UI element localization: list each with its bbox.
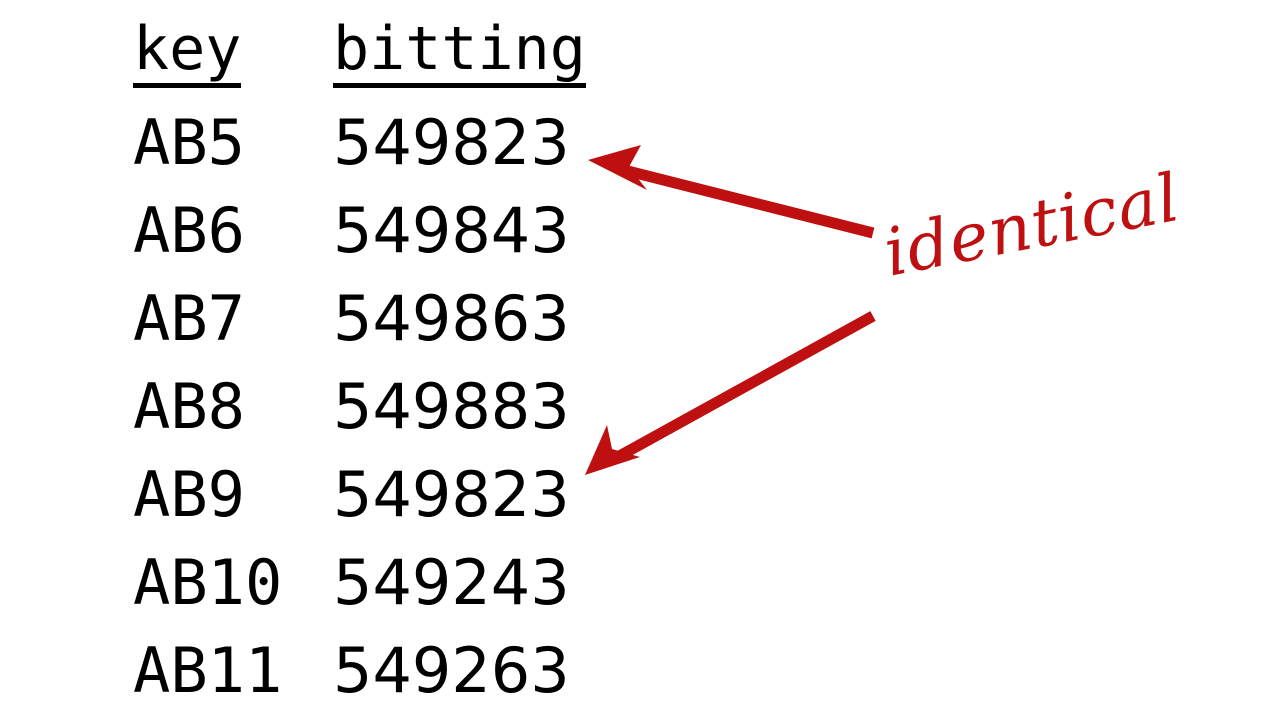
column-header-key-label: key	[133, 18, 242, 88]
cell-bitting: 549883	[333, 370, 570, 443]
table-row: AB5 549823	[133, 112, 586, 200]
key-bitting-table: key bitting AB5 549823 AB6 549843 AB7 54…	[133, 18, 586, 720]
table-row: AB6 549843	[133, 200, 586, 288]
cell-bitting: 549863	[333, 282, 570, 355]
table-row: AB7 549863	[133, 288, 586, 376]
cell-bitting: 549263	[333, 634, 570, 707]
cell-key: AB8	[133, 370, 245, 443]
cell-bitting: 549823	[333, 106, 570, 179]
column-header-bitting: bitting	[333, 18, 586, 88]
annotation-label-identical: identical	[878, 158, 1187, 292]
cell-key: AB11	[133, 634, 283, 707]
table-row: AB8 549883	[133, 376, 586, 464]
cell-key: AB6	[133, 194, 245, 267]
cell-bitting: 549243	[333, 546, 570, 619]
cell-key: AB9	[133, 458, 245, 531]
cell-bitting: 549843	[333, 194, 570, 267]
column-header-bitting-label: bitting	[333, 18, 586, 88]
cell-key: AB5	[133, 106, 245, 179]
arrow-to-row-ab9-icon	[585, 311, 876, 475]
table-row: AB9 549823	[133, 464, 586, 552]
table-header-row: key bitting	[133, 18, 586, 112]
cell-key: AB10	[133, 546, 283, 619]
column-header-key: key	[133, 18, 333, 88]
cell-bitting: 549823	[333, 458, 570, 531]
cell-key: AB7	[133, 282, 245, 355]
table-row: AB11 549263	[133, 640, 586, 720]
arrow-to-row-ab5-icon	[588, 145, 875, 239]
table-row: AB10 549243	[133, 552, 586, 640]
